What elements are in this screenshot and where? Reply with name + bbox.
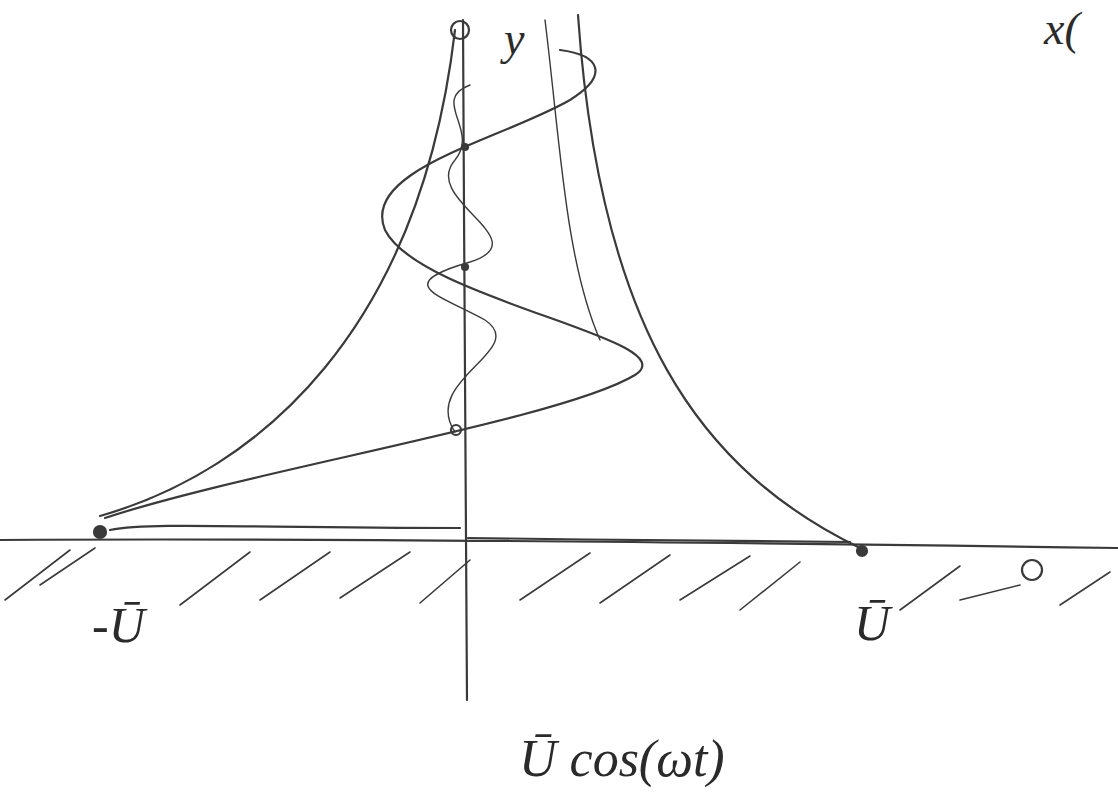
ground-line [0, 539, 1118, 548]
sketch-label: Ū cos(ωt) [515, 730, 729, 787]
sketch-label: -Ū [88, 598, 149, 653]
inner-envelope [545, 20, 600, 340]
helix-curve [105, 50, 642, 518]
sketch-label: Ū [850, 596, 894, 651]
axis-mark [462, 144, 468, 150]
vertical-axis [463, 20, 467, 700]
axis-top [451, 21, 469, 39]
helix-back-curve [428, 85, 496, 432]
end-point [94, 526, 106, 538]
sketch-label: y [500, 14, 528, 65]
oscillation-path [110, 526, 460, 530]
axis-mark [451, 425, 461, 435]
sketch-label: x( [1040, 4, 1084, 55]
axis-mark [462, 264, 468, 270]
oscillation-path [468, 538, 850, 542]
ground-hatching [5, 548, 1110, 610]
end-point [857, 546, 867, 556]
right-envelope [578, 15, 860, 548]
far-point [1022, 560, 1042, 580]
